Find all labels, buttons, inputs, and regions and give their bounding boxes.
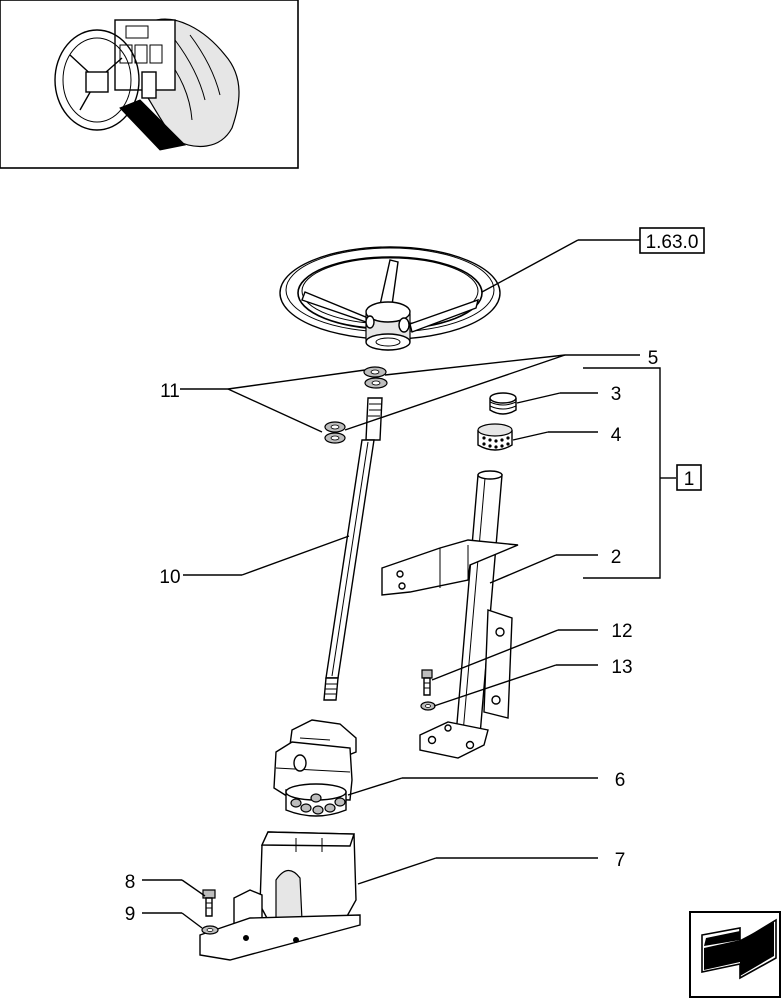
locator-thumbnail (0, 0, 299, 169)
ref-box-group-1 (676, 464, 702, 491)
bearing-4 (477, 423, 513, 451)
callout-8: 8 (125, 872, 136, 893)
callout-12: 12 (611, 621, 632, 642)
steering-unit (273, 719, 357, 817)
bolt-8 (202, 889, 216, 917)
bushing-3 (489, 392, 517, 415)
tractor-cab-steering-locator-icon (54, 18, 240, 151)
washers-5-11 (324, 366, 388, 444)
ref-box-1-63-0 (639, 227, 705, 254)
callout-9: 9 (125, 904, 136, 925)
steering-column (381, 470, 519, 759)
callout-6: 6 (615, 770, 626, 791)
callout-3: 3 (611, 384, 622, 405)
leader-lines (142, 239, 676, 929)
washer-9 (201, 925, 219, 935)
callout-5: 5 (648, 348, 659, 369)
steering-shaft (323, 397, 383, 701)
callout-11: 11 (160, 381, 180, 402)
next-page-arrow-icon[interactable] (689, 911, 781, 998)
callout-13: 13 (611, 657, 632, 678)
callout-2: 2 (611, 547, 622, 568)
callout-4: 4 (611, 425, 622, 446)
callout-7: 7 (615, 850, 626, 871)
ref-label-group-1: 1 (684, 469, 695, 490)
bolt-12 (421, 669, 433, 696)
steering-wheel (279, 246, 501, 351)
callout-10: 10 (159, 567, 180, 588)
ref-label-1-63-0: 1.63.0 (646, 232, 699, 253)
support-bracket (199, 831, 361, 961)
washer-13 (420, 701, 436, 711)
